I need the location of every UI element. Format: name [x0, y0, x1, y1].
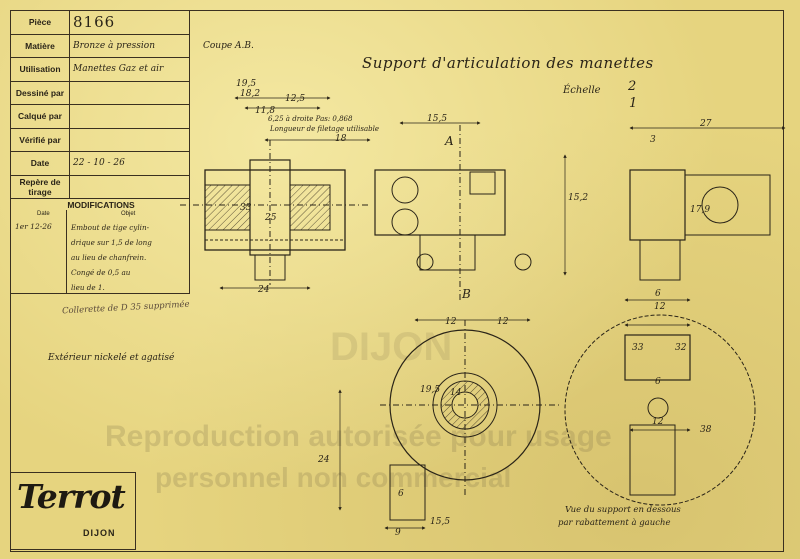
dim-6: 6 — [655, 289, 661, 299]
plan-view — [338, 320, 560, 530]
modification-line: lieu de 1. — [71, 283, 105, 292]
dim-9: 9 — [395, 528, 401, 538]
title-block-value — [69, 80, 190, 105]
dim-15-2: 15,2 — [568, 193, 588, 203]
dim-18-2: 18,2 — [240, 89, 260, 99]
dim-15-5: 15,5 — [427, 114, 447, 124]
dim-27: 27 — [699, 119, 712, 129]
dim-3: 3 — [650, 135, 656, 145]
scale-label: Échelle — [563, 85, 601, 96]
watermark-line2: personnel non commercial — [155, 462, 512, 493]
section-view — [180, 96, 371, 290]
terrot-logo: Terrot — [17, 477, 126, 516]
dim-24: 24 — [257, 285, 270, 295]
dim-14: 14 — [450, 388, 462, 398]
dim-32: 32 — [675, 343, 687, 353]
dim-12-5: 12,5 — [285, 94, 305, 104]
dim-18: 18 — [335, 134, 347, 144]
modification-line: Embout de tige cylin- — [71, 223, 149, 232]
title-block-row: Vérifié par — [10, 127, 190, 152]
modification-line: Congé de 0,5 au — [71, 268, 131, 277]
dim-33b: 33 — [632, 343, 644, 353]
dim-thread-note: 6,25 à droite Pas: 0,868 — [268, 115, 353, 123]
title-block-label: Utilisation — [10, 57, 70, 82]
title-block-label: Dessiné par — [10, 80, 70, 105]
modifications-object-header: Objet — [121, 211, 136, 217]
view-note-line1: Vue du support en dessous — [565, 505, 681, 515]
dim-19-5b: 19,5 — [420, 385, 440, 395]
section-mark-b: B — [461, 287, 471, 301]
dim-38: 38 — [700, 425, 712, 435]
section-mark-a: A — [444, 134, 454, 148]
watermark-center: DIJON — [330, 325, 453, 369]
title-block-label: Repère de tirage — [10, 174, 70, 199]
dim-12c: 12 — [654, 302, 666, 312]
dim-17-9: 17,9 — [690, 205, 710, 215]
title-block-row: Repère de tirage — [10, 174, 190, 199]
modifications-date-header: Date — [37, 211, 50, 217]
title-block-label: Date — [10, 151, 70, 176]
dim-15-5b: 15,5 — [430, 517, 450, 527]
dim-12: 12 — [445, 317, 457, 327]
terrot-logo-city: DIJON — [83, 528, 116, 538]
title-block-row: Dessiné par — [10, 80, 190, 105]
title-block-value: Manettes Gaz et air — [69, 57, 190, 82]
dim-12d: 12 — [652, 417, 664, 427]
dim-12b: 12 — [497, 317, 509, 327]
dim-24b: 24 — [317, 455, 330, 465]
dim-19-5: 19,5 — [236, 79, 256, 89]
section-label: Coupe A.B. — [203, 41, 254, 51]
title-block-value: 8166 — [69, 10, 190, 35]
dim-6c: 6 — [398, 489, 404, 499]
scale-numerator: 2 — [628, 79, 637, 94]
title-block-label: Vérifié par — [10, 127, 70, 152]
dim-33: 33 — [240, 203, 252, 213]
modifications-divider — [66, 210, 67, 294]
title-block-row: Calqué par — [10, 104, 190, 129]
dim-6b: 6 — [655, 377, 661, 387]
note-exterieur: Extérieur nickelé et agatisé — [48, 353, 175, 363]
dim-thread-length: Longueur de filetage utilisable — [269, 125, 379, 133]
terrot-logo-box: Terrot DIJON — [10, 472, 136, 550]
scale-denominator: 1 — [629, 96, 638, 111]
drawing-title: Support d'articulation des manettes — [362, 54, 654, 72]
right-view — [624, 126, 786, 302]
title-block-value — [69, 174, 190, 199]
title-block-value — [69, 104, 190, 129]
modification-line: drique sur 1,5 de long — [71, 238, 152, 247]
title-block-label: Calqué par — [10, 104, 70, 129]
modifications-lines: Embout de tige cylin- drique sur 1,5 de … — [71, 220, 189, 295]
modifications-title: MODIFICATIONS — [67, 200, 135, 210]
modifications-date-value: 1er 12-26 — [15, 222, 52, 231]
view-note-line2: par rabattement à gauche — [558, 518, 671, 528]
side-view — [374, 121, 567, 322]
dim-11-8: 11,8 — [255, 106, 275, 116]
bottom-view — [564, 314, 756, 506]
modifications-box: MODIFICATIONS Date Objet 1er 12-26 Embou… — [10, 196, 190, 294]
dim-25: 25 — [264, 213, 277, 223]
modification-line: au lieu de chanfrein. — [71, 253, 147, 262]
